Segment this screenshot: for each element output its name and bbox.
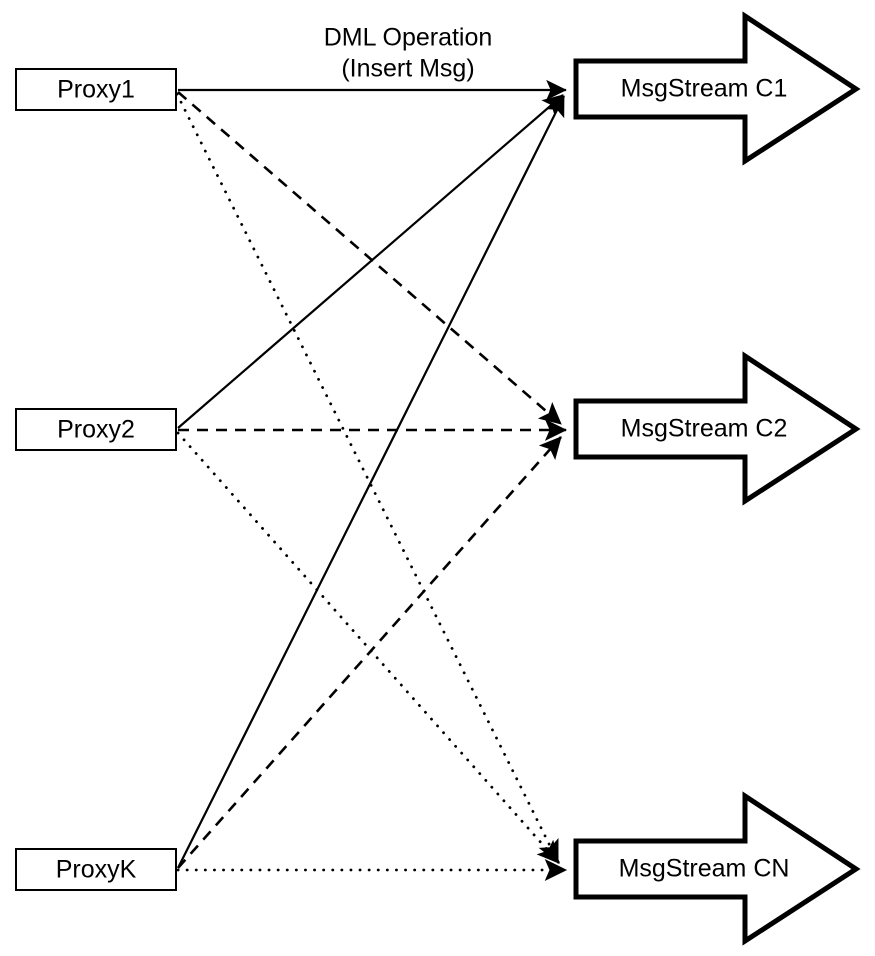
edge-proxy2-to-cn [176, 431, 561, 865]
edge-proxy1-to-cn [175, 92, 560, 864]
stream-node-c2[interactable]: MsgStream C2 [573, 351, 861, 506]
edge-group-proxy2 [176, 94, 568, 865]
msgstream-c2-arrow-shape[interactable] [573, 351, 861, 506]
proxyk-label: ProxyK [56, 856, 137, 884]
msgstream-c1-arrow-shape[interactable] [573, 11, 861, 166]
edge-proxyk-to-c2 [177, 436, 562, 869]
proxy-node-proxyk[interactable]: ProxyK [15, 848, 177, 891]
edge-proxy2-to-c1 [177, 94, 564, 429]
dml-operation-annotation: DML Operation (Insert Msg) [324, 24, 493, 83]
stream-node-c1[interactable]: MsgStream C1 [573, 11, 861, 166]
proxy2-box[interactable] [15, 408, 177, 451]
edge-group-proxyk [176, 95, 568, 882]
msgstream-cn-label: MsgStream CN [619, 855, 790, 883]
edge-group-proxy1 [175, 79, 567, 864]
msgstream-cn-arrow-shape[interactable] [573, 791, 861, 946]
edge-proxyk-to-c1 [177, 95, 565, 869]
proxy2-label: Proxy2 [57, 416, 135, 444]
proxy1-box[interactable] [15, 68, 177, 111]
proxy1-label: Proxy1 [57, 76, 135, 104]
annotation-line-2: (Insert Msg) [341, 55, 474, 83]
annotation-line-1: DML Operation [324, 24, 493, 52]
stream-node-cn[interactable]: MsgStream CN [573, 791, 861, 946]
proxy-node-proxy1[interactable]: Proxy1 [15, 68, 177, 111]
msgstream-c2-label: MsgStream C2 [621, 415, 788, 443]
proxyk-box[interactable] [15, 848, 177, 891]
edge-proxy1-to-c2 [177, 91, 562, 425]
msgstream-c1-label: MsgStream C1 [621, 75, 788, 103]
proxy-node-proxy2[interactable]: Proxy2 [15, 408, 177, 451]
